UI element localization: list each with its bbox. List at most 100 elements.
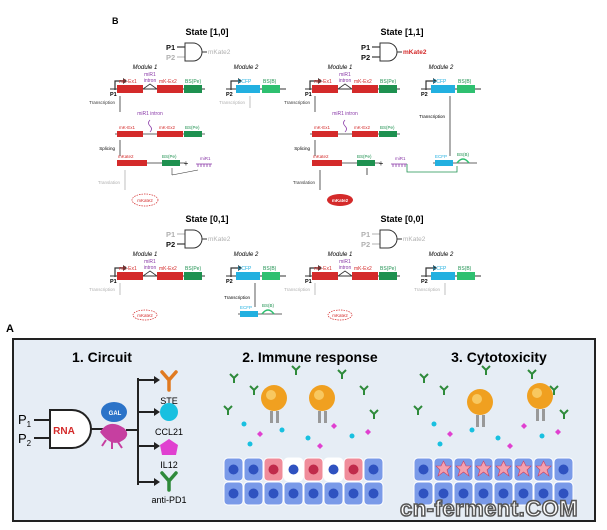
splicing-label: Splicing xyxy=(294,146,310,151)
tumor-cell xyxy=(243,481,264,506)
antibody-icon xyxy=(413,405,423,415)
mkate2-label: mKate2 xyxy=(332,198,349,203)
gate-p1-label: P1 xyxy=(361,43,370,52)
promoter-p2-label: P2 xyxy=(226,279,233,285)
gate-p2-label: P2 xyxy=(361,240,370,249)
panel-a: 1. Circuit 2. Immune response 3. Cytotox… xyxy=(12,338,596,522)
tumor-cell xyxy=(223,457,244,482)
promoter-p2-label: P2 xyxy=(226,92,233,98)
il12-dot xyxy=(331,423,337,429)
tumor-cell xyxy=(243,457,264,482)
bs-b-label: BS(B) xyxy=(458,79,472,85)
gate-p1-label: P1 xyxy=(361,230,370,239)
gate-output-label: mKate2 xyxy=(403,49,427,56)
and-gate-icon xyxy=(184,229,203,249)
gate-output-label: mKate2 xyxy=(208,236,231,243)
mk-ex1-label: mK-Ex1 xyxy=(314,125,331,130)
mkate2-label: mKate2 xyxy=(332,313,348,318)
mk-ex1-label: mK-Ex1 xyxy=(314,79,332,85)
output-il12-label: IL12 xyxy=(160,460,178,470)
output-ste-label: STE xyxy=(160,396,178,406)
tumor-cell xyxy=(283,481,304,506)
hairpin-icon xyxy=(343,119,347,133)
il12-dot xyxy=(365,429,371,435)
promoter-arrow-icon xyxy=(230,80,238,90)
tumor-cell xyxy=(363,457,384,482)
tumor-cell xyxy=(553,481,574,506)
antibody-icon xyxy=(359,385,369,395)
ccl21-dot xyxy=(437,441,443,447)
mir1-intron-label-b: intron xyxy=(339,265,352,271)
ecfp-label: ECFP xyxy=(238,266,252,272)
dying-cell-icon xyxy=(495,460,512,477)
mir1-intron-label-b: intron xyxy=(144,265,157,271)
il12-dot xyxy=(507,443,513,449)
immune-response-tissue xyxy=(223,365,384,506)
il12-dot xyxy=(447,431,453,437)
bs-b-block xyxy=(457,85,475,93)
promoter-arrow-icon xyxy=(309,80,318,90)
antibody-icon xyxy=(549,385,559,395)
tumor-cell xyxy=(303,481,324,506)
dying-cell-icon xyxy=(435,460,452,477)
ecfp-label: ECFP xyxy=(435,154,447,159)
gal-protein-icon xyxy=(100,402,128,449)
gate-p1-label: P1 xyxy=(166,43,175,52)
output-ccl21-label: CCL21 xyxy=(155,427,183,437)
ccl21-dot xyxy=(349,433,355,439)
mkate2-protein-absent xyxy=(327,309,353,321)
bs-b-label: BS(B) xyxy=(458,266,472,272)
gate-output-label: mKate2 xyxy=(403,236,426,243)
dying-cell-icon xyxy=(515,460,532,477)
antibody-icon xyxy=(369,409,379,419)
watermark: cn-ferment.COM xyxy=(399,495,579,522)
mk-ex2-block xyxy=(157,272,183,280)
output-anti-pd1-label: anti-PD1 xyxy=(151,495,186,505)
module2-label: Module 2 xyxy=(429,252,454,258)
mir1-intron-label: miR1 intron xyxy=(137,111,163,117)
mir1-intron-label-b: intron xyxy=(144,78,157,84)
bs-b-hairpin xyxy=(261,309,275,315)
mkate2-protein xyxy=(327,194,353,206)
ccl21-dot xyxy=(495,435,501,441)
module1-label: Module 1 xyxy=(328,252,353,258)
ccl21-dot xyxy=(469,427,475,433)
mkate2-label: mKate2 xyxy=(137,198,153,203)
antibody-icon xyxy=(229,373,239,383)
panel-b-letter: B xyxy=(112,16,119,26)
tumor-cell xyxy=(453,457,474,482)
gate-p2-label: P2 xyxy=(361,53,370,62)
ccl21-dot xyxy=(539,433,545,439)
tumor-cell xyxy=(513,457,534,482)
ecfp-label: ECFP xyxy=(238,79,252,85)
mk-ex2-label: mK-Ex2 xyxy=(354,125,371,130)
tumor-cell xyxy=(343,457,364,482)
tumor-cell xyxy=(433,457,454,482)
mir1-binding-line xyxy=(406,164,458,173)
translation-label: Translation xyxy=(98,180,121,185)
mir1-intron-label-b: intron xyxy=(339,78,352,84)
mkate2-label: mKate2 xyxy=(313,154,329,159)
state-title: State [0,0] xyxy=(380,214,423,224)
bs-b-hairpin xyxy=(456,158,470,164)
antibody-icon xyxy=(559,409,569,419)
and-gate-icon xyxy=(184,42,203,62)
bs-pe-label: BS(Pe) xyxy=(380,266,396,272)
mk-ex1-block xyxy=(117,85,143,93)
tumor-cell xyxy=(533,457,554,482)
t-cell-icon xyxy=(527,383,553,421)
ccl21-dot xyxy=(305,435,311,441)
mir1-intron-label-a: miR1 xyxy=(339,72,351,78)
bs-pe-label: BS(Pe) xyxy=(380,79,396,85)
bs-pe-block xyxy=(379,272,397,280)
antibody-icon xyxy=(223,405,233,415)
and-gate-icon xyxy=(49,409,92,449)
mk-ex1-label: mK-Ex1 xyxy=(314,266,332,272)
ecfp-block xyxy=(431,85,455,93)
tumor-cell xyxy=(473,457,494,482)
